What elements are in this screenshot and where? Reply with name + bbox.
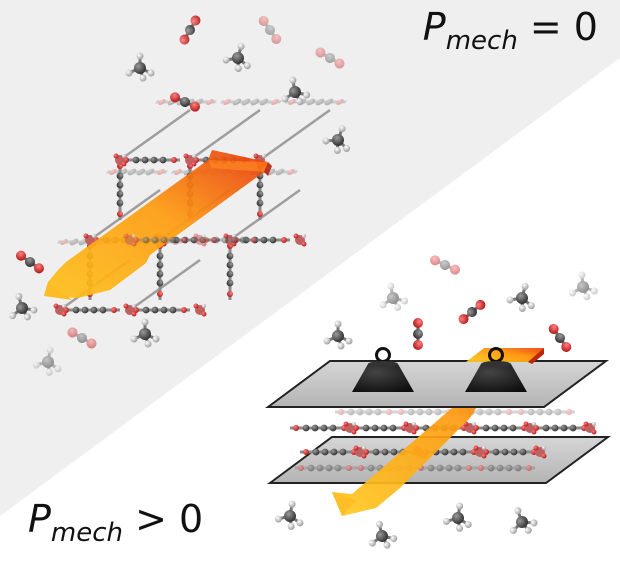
pressure-symbol: P <box>422 5 446 49</box>
pmech-zero-label: Pmech = 0 <box>423 8 598 54</box>
pmech-positive-label: Pmech > 0 <box>28 500 203 546</box>
compressed-assembly <box>264 347 612 516</box>
diffusion-arrow-icon-upper <box>44 150 272 300</box>
upper-plate <box>264 360 610 408</box>
relation-text: = 0 <box>517 5 598 49</box>
mech-subscript: mech <box>445 26 518 56</box>
weight-icon-right <box>465 347 527 392</box>
relation-text: > 0 <box>123 497 204 541</box>
weight-icon-left <box>352 347 414 392</box>
diffusion-arrow-icon-lower <box>332 350 542 516</box>
mech-subscript: mech <box>50 518 124 548</box>
pressure-symbol: P <box>28 497 51 541</box>
uncompressed-region-background <box>0 0 620 516</box>
